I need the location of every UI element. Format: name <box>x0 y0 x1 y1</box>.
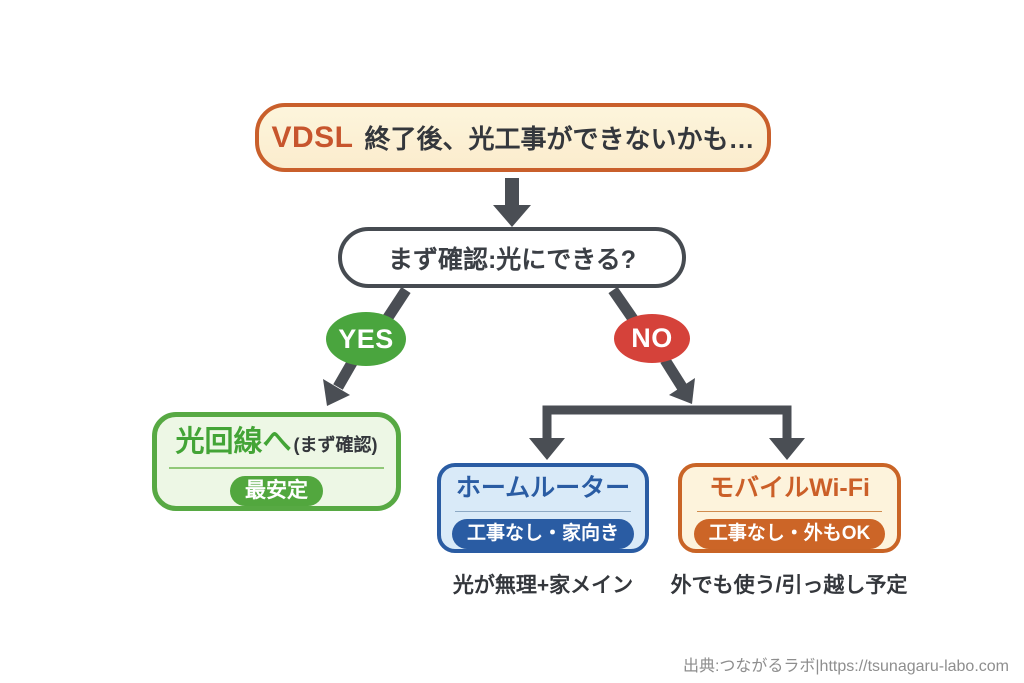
question-box: まず確認:光にできる? <box>338 227 686 288</box>
home-router-title: ホームルーター <box>455 474 631 502</box>
split-bar <box>529 405 805 460</box>
home-router-caption: 光が無理+家メイン <box>452 574 634 597</box>
arrow-down-icon <box>493 178 531 227</box>
alert-text: 終了後、光工事ができないかも… <box>364 124 755 154</box>
mobile-wifi-divider <box>697 511 882 512</box>
no-arrowhead-icon <box>669 378 695 404</box>
fiber-title: 光回線へ <box>175 426 292 458</box>
source-credit: 出典:つながるラボ|https://tsunagaru-labo.com <box>682 658 1009 675</box>
fiber-divider <box>169 467 384 469</box>
mobile-wifi-option-box: モバイルWi-Fi 工事なし・外もOK <box>678 463 901 553</box>
fiber-title-row: 光回線へ (まず確認) <box>175 423 377 464</box>
mobile-wifi-title: モバイルWi-Fi <box>709 474 870 502</box>
alert-highlight: VDSL <box>271 120 354 154</box>
mobile-wifi-caption: 外でも使う/引っ越し予定 <box>670 574 908 597</box>
mobile-wifi-badge: 工事なし・外もOK <box>693 519 886 549</box>
fiber-option-box: 光回線へ (まず確認) 最安定 <box>152 412 401 511</box>
home-router-badge: 工事なし・家向き <box>451 519 634 549</box>
no-badge: NO <box>614 314 690 363</box>
alert-box: VDSL 終了後、光工事ができないかも… <box>255 103 771 172</box>
yes-badge: YES <box>326 312 406 366</box>
home-router-divider <box>455 511 631 512</box>
fiber-note: (まず確認) <box>293 435 378 455</box>
home-router-option-box: ホームルーター 工事なし・家向き <box>437 463 649 553</box>
yes-arrowhead-icon <box>323 379 350 406</box>
question-text: まず確認:光にできる? <box>387 245 637 274</box>
fiber-badge: 最安定 <box>230 476 323 506</box>
branch-lines <box>333 286 687 390</box>
